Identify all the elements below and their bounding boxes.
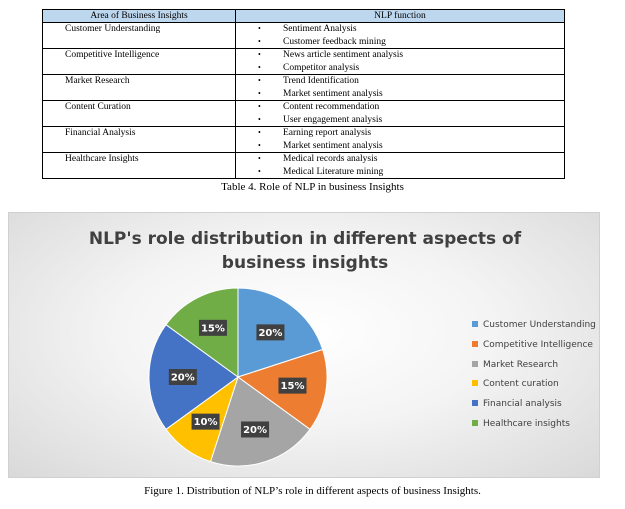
function-list: News article sentiment analysisCompetito… <box>236 49 564 74</box>
header-area: Area of Business Insights <box>42 9 236 23</box>
data-label: 20% <box>256 324 285 341</box>
legend-item: Healthcare insights <box>472 419 596 439</box>
legend-label: Competitive Intelligence <box>483 339 593 350</box>
data-label-box <box>191 413 220 430</box>
area-cell: Content Curation <box>42 100 236 127</box>
legend-swatch <box>472 400 478 407</box>
legend-item: Customer Understanding <box>472 320 596 340</box>
chart-title-line: business insights <box>221 253 389 273</box>
area-cell: Customer Understanding <box>42 22 236 49</box>
chart-title-line: NLP's role distribution in different asp… <box>88 229 522 249</box>
legend-item: Content curation <box>472 379 596 399</box>
data-label: 20% <box>241 421 270 438</box>
data-label-box <box>241 421 270 438</box>
nlp-function-table: Area of Business Insights NLP function C… <box>42 9 565 179</box>
function-item: Sentiment Analysis <box>236 23 564 36</box>
data-label-box <box>198 319 227 336</box>
data-label-box <box>168 369 197 385</box>
function-item: Content recommendation <box>236 101 564 114</box>
data-label-text: 20% <box>243 425 267 436</box>
function-cell: Medical records analysisMedical Literatu… <box>235 152 565 179</box>
legend-item: Financial analysis <box>472 399 596 419</box>
legend-swatch <box>472 321 478 327</box>
table-row: Customer UnderstandingSentiment Analysis… <box>42 22 565 49</box>
function-list: Sentiment AnalysisCustomer feedback mini… <box>236 23 564 48</box>
chart-title: NLP's role distribution in different asp… <box>9 227 601 275</box>
function-list: Content recommendationUser engagement an… <box>236 101 564 126</box>
data-label: 20% <box>168 369 197 385</box>
legend-swatch <box>472 380 478 387</box>
data-label-box <box>278 377 307 394</box>
table-header-row: Area of Business Insights NLP function <box>42 9 565 23</box>
function-item: Market sentiment analysis <box>236 88 564 101</box>
pie-chart-panel: NLP's role distribution in different asp… <box>8 212 600 478</box>
legend-label: Healthcare insights <box>483 418 570 429</box>
data-label-text: 20% <box>171 373 195 384</box>
legend-label: Market Research <box>483 359 559 370</box>
data-label-text: 15% <box>281 381 305 392</box>
function-item: News article sentiment analysis <box>236 49 564 62</box>
legend-label: Content curation <box>483 379 559 390</box>
function-list: Medical records analysisMedical Literatu… <box>236 153 564 178</box>
data-label-text: 20% <box>258 328 282 339</box>
table-row: Financial AnalysisEarning report analysi… <box>42 126 565 153</box>
table-row: Market ResearchTrend IdentificationMarke… <box>42 74 565 101</box>
function-list: Trend IdentificationMarket sentiment ana… <box>236 75 564 100</box>
function-cell: News article sentiment analysisCompetito… <box>235 48 565 75</box>
data-label: 10% <box>191 413 220 430</box>
data-label: 15% <box>198 319 227 336</box>
function-item: Earning report analysis <box>236 127 564 140</box>
function-cell: Trend IdentificationMarket sentiment ana… <box>235 74 565 101</box>
function-item: Trend Identification <box>236 75 564 88</box>
data-label-text: 10% <box>194 417 218 428</box>
function-item: Medical records analysis <box>236 153 564 166</box>
legend-swatch <box>472 419 478 426</box>
table-row: Competitive IntelligenceNews article sen… <box>42 48 565 75</box>
function-item: User engagement analysis <box>236 114 564 127</box>
table-row: Healthcare InsightsMedical records analy… <box>42 152 565 179</box>
table-caption: Table 4. Role of NLP in business Insight… <box>221 181 404 193</box>
legend-swatch <box>472 360 478 367</box>
legend-label: Customer Understanding <box>483 320 596 330</box>
function-cell: Sentiment AnalysisCustomer feedback mini… <box>235 22 565 49</box>
header-nlp-function: NLP function <box>235 9 565 23</box>
legend-item: Competitive Intelligence <box>472 340 596 360</box>
legend-item: Market Research <box>472 360 596 380</box>
area-cell: Competitive Intelligence <box>42 48 236 75</box>
data-label: 15% <box>278 377 307 394</box>
function-item: Customer feedback mining <box>236 36 564 49</box>
table-row: Content CurationContent recommendationUs… <box>42 100 565 127</box>
area-cell: Financial Analysis <box>42 126 236 153</box>
area-cell: Healthcare Insights <box>42 152 236 179</box>
data-label-box <box>256 324 285 341</box>
legend-swatch <box>472 340 478 347</box>
pie-chart: 20% 15% 20% 10% 20% 15% <box>148 287 328 467</box>
function-item: Medical Literature mining <box>236 166 564 179</box>
function-cell: Content recommendationUser engagement an… <box>235 100 565 127</box>
figure-caption: Figure 1. Distribution of NLP’s role in … <box>144 485 481 497</box>
legend-label: Financial analysis <box>483 399 562 410</box>
function-item: Market sentiment analysis <box>236 140 564 153</box>
data-label-text: 15% <box>201 323 225 334</box>
function-item: Competitor analysis <box>236 62 564 75</box>
area-cell: Market Research <box>42 74 236 101</box>
